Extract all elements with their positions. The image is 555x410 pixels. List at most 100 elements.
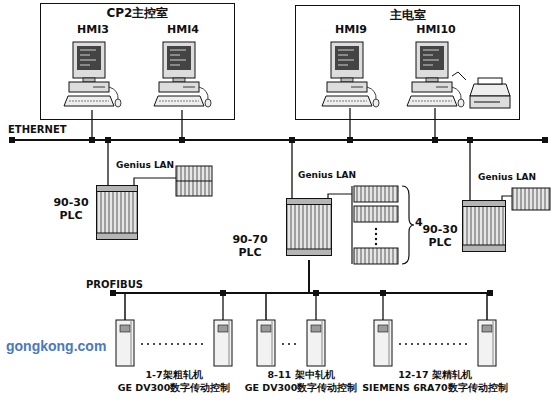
- drawing-part: [434, 108, 435, 140]
- hmi-label: HMI9: [321, 24, 381, 37]
- screen-line: [80, 60, 96, 61]
- ellipsis-dot: [294, 343, 296, 345]
- drawing-part: [179, 137, 185, 143]
- control-room: CP2主控室HMI3HMI4: [40, 3, 235, 120]
- drive-slot: [93, 87, 105, 88]
- cabinet-edge: [493, 320, 494, 366]
- mouse: [373, 99, 379, 107]
- drawing-part: [375, 243, 377, 245]
- room-title: 主电室: [296, 9, 519, 23]
- brace: [402, 186, 414, 264]
- drive-group: 1-7架粗轧机GE DV300数字传动控制: [108, 316, 240, 400]
- ellipsis-dot: [141, 343, 143, 345]
- hmi-station: HMI4: [153, 24, 213, 114]
- ellipsis-dot: [147, 343, 149, 345]
- drawing-part: [375, 233, 377, 235]
- keyboard-keys: [69, 101, 109, 102]
- ellipsis-dot: [177, 343, 179, 345]
- drive-slot: [436, 87, 448, 88]
- ellipsis-dots: [375, 228, 377, 245]
- ellipsis-dot: [435, 343, 437, 345]
- cpu-base: [69, 82, 109, 92]
- screen-line: [423, 50, 439, 51]
- drive-type: SIEMENS 6RA70数字传动控制: [360, 383, 510, 394]
- plc-unit: 90-70 PLC: [228, 198, 334, 260]
- ellipsis-dot: [465, 343, 467, 345]
- rack-top: [463, 201, 506, 207]
- drawing-part: [328, 194, 352, 198]
- drawing-part: [470, 96, 510, 108]
- rack-body: [463, 201, 506, 252]
- mill-stands: 1-7架粗轧机: [108, 370, 240, 381]
- bus-label: Genius LAN: [116, 160, 174, 170]
- ellipsis-dot: [453, 343, 455, 345]
- screen-line: [80, 55, 90, 56]
- screen-line: [170, 60, 186, 61]
- drawing-part: [487, 290, 493, 296]
- screen-line: [80, 65, 90, 66]
- plc-unit: 90-30 PLC: [420, 200, 510, 258]
- drawing-part: [347, 137, 353, 143]
- plc-label: 90-30 PLC: [50, 197, 92, 222]
- plc-unit: 90-30 PLC: [50, 185, 140, 245]
- drawing-part: [89, 137, 95, 143]
- cpu-base: [412, 82, 452, 92]
- plc-label: 90-70 PLC: [228, 234, 272, 259]
- drive-slot: [351, 87, 363, 88]
- computer-icon: [153, 40, 213, 114]
- drawing-part: [291, 140, 292, 198]
- drawing-part: [375, 228, 377, 230]
- mouse-cable: [367, 87, 376, 100]
- ellipsis-dot: [447, 343, 449, 345]
- monitor: [73, 42, 105, 78]
- rack-body: [287, 199, 332, 256]
- printer: [452, 72, 510, 108]
- drive-cabinet: [257, 320, 275, 366]
- cabinet-edge: [131, 320, 132, 366]
- drawing-part: [176, 166, 212, 196]
- plc-label: 90-30 PLC: [420, 224, 460, 249]
- ellipsis-dot: [288, 343, 290, 345]
- screen: [77, 46, 101, 70]
- mouse-cable: [452, 87, 461, 100]
- monitor-stand: [83, 78, 95, 82]
- cabinet-edge: [229, 320, 230, 366]
- drawing-part: [469, 140, 470, 200]
- keyboard: [322, 96, 372, 106]
- monitor-stand: [173, 78, 185, 82]
- ellipsis-dot: [405, 343, 407, 345]
- computer-icon: [406, 40, 466, 114]
- keyboard-keys: [412, 101, 452, 102]
- drawing-part: [382, 293, 383, 320]
- keyboard-keys: [159, 101, 199, 102]
- mill-stands: 12-17 架精轧机: [360, 370, 510, 381]
- drawing-part: [470, 84, 510, 96]
- keyboard: [407, 96, 457, 106]
- screen-line: [338, 60, 354, 61]
- drive-type: GE DV300数字传动控制: [243, 383, 360, 394]
- profibus-connector: [125, 260, 309, 320]
- drawing-part: [354, 248, 398, 264]
- drive-cabinet: [374, 320, 392, 366]
- hmi-label: HMI3: [63, 24, 123, 37]
- drive-cabinets: [360, 316, 510, 368]
- rack-body: [97, 186, 138, 240]
- drive-cabinet: [478, 320, 496, 366]
- control-room: 主电室HMI9HMI10: [295, 5, 520, 120]
- monitor-stand: [341, 78, 353, 82]
- ellipsis-dot: [411, 343, 413, 345]
- hmi-label: HMI4: [153, 24, 213, 37]
- bus-label: Genius LAN: [298, 170, 356, 180]
- keyboard-keys: [327, 101, 367, 102]
- plc-rack: [462, 200, 506, 252]
- ellipsis-dot: [189, 343, 191, 345]
- cpu-base: [159, 82, 199, 92]
- plc-rack: [96, 185, 138, 240]
- monitor: [416, 42, 448, 78]
- mouse: [458, 99, 464, 107]
- hmi-station: HMI9: [321, 24, 381, 114]
- ellipsis-dot: [399, 343, 401, 345]
- rack-top: [97, 186, 138, 192]
- monitor-stand: [426, 78, 438, 82]
- profibus-connector: [309, 260, 487, 320]
